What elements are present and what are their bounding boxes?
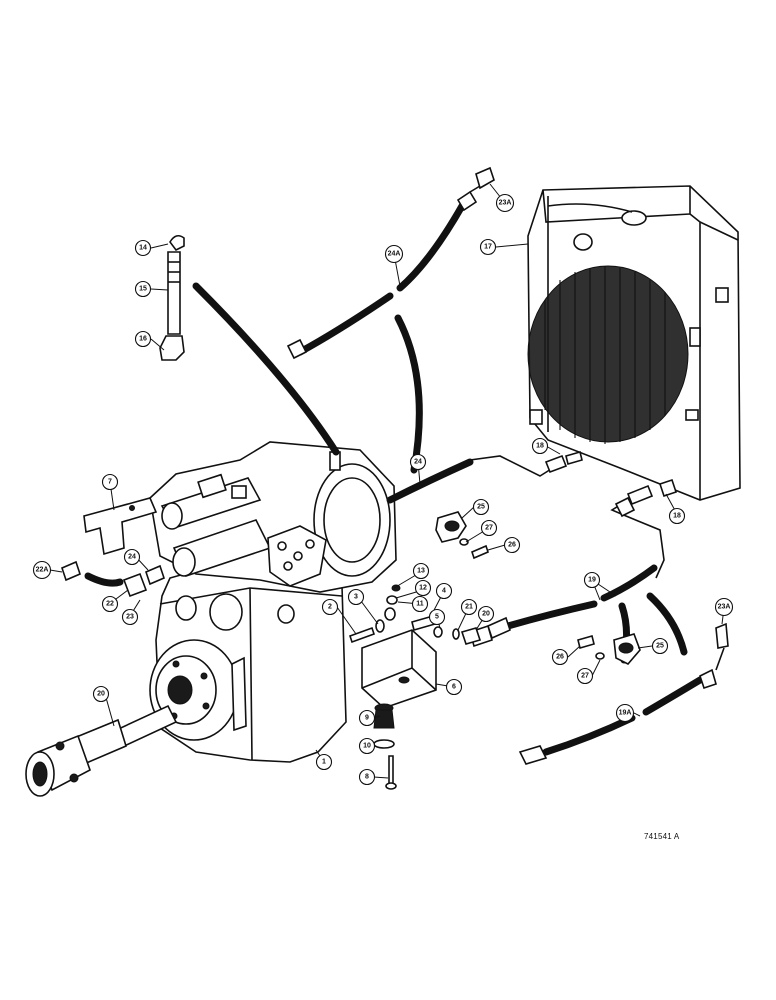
callout-24a: 24A bbox=[384, 244, 404, 264]
callout-1: 1 bbox=[315, 753, 333, 771]
callout-2: 2 bbox=[321, 598, 339, 616]
svg-text:20: 20 bbox=[97, 691, 105, 698]
svg-text:1: 1 bbox=[322, 759, 326, 766]
callout-20-driveshaft: 20 bbox=[92, 685, 110, 703]
svg-text:8: 8 bbox=[365, 774, 369, 781]
svg-text:23A: 23A bbox=[718, 604, 731, 611]
callout-26-upper: 26 bbox=[503, 536, 521, 554]
svg-text:18: 18 bbox=[536, 443, 544, 450]
svg-text:17: 17 bbox=[484, 244, 492, 251]
callout-14: 14 bbox=[134, 239, 152, 257]
callout-25-upper: 25 bbox=[472, 498, 490, 516]
callout-6: 6 bbox=[445, 678, 463, 696]
svg-text:22: 22 bbox=[106, 601, 114, 608]
svg-text:10: 10 bbox=[363, 743, 371, 750]
callout-22: 22 bbox=[101, 595, 119, 613]
svg-text:18: 18 bbox=[673, 513, 681, 520]
callout-19: 19 bbox=[583, 571, 601, 589]
callout-11: 11 bbox=[411, 595, 429, 613]
svg-text:27: 27 bbox=[581, 673, 589, 680]
svg-text:6: 6 bbox=[452, 684, 456, 691]
callout-19a: 19A bbox=[615, 703, 635, 723]
callout-8: 8 bbox=[358, 768, 376, 786]
clamps bbox=[435, 478, 678, 665]
callout-26-lower: 26 bbox=[551, 648, 569, 666]
callout-9: 9 bbox=[358, 709, 376, 727]
callout-17: 17 bbox=[479, 238, 497, 256]
svg-text:12: 12 bbox=[419, 585, 427, 592]
callout-13: 13 bbox=[412, 562, 430, 580]
callout-24-center: 24 bbox=[409, 453, 427, 471]
svg-text:11: 11 bbox=[416, 601, 424, 608]
svg-text:20: 20 bbox=[482, 611, 490, 618]
callout-23a-upper: 23A bbox=[495, 193, 515, 213]
callout-21: 21 bbox=[460, 598, 478, 616]
svg-text:14: 14 bbox=[139, 245, 147, 252]
svg-text:23: 23 bbox=[126, 614, 134, 621]
svg-text:25: 25 bbox=[656, 643, 664, 650]
svg-text:4: 4 bbox=[442, 588, 446, 595]
svg-text:15: 15 bbox=[139, 286, 147, 293]
svg-text:24A: 24A bbox=[388, 251, 401, 258]
callout-3: 3 bbox=[347, 588, 365, 606]
callout-7: 7 bbox=[101, 473, 119, 491]
svg-text:23A: 23A bbox=[499, 200, 512, 207]
svg-text:22A: 22A bbox=[36, 567, 49, 574]
callout-20-fitting: 20 bbox=[477, 605, 495, 623]
radiator bbox=[527, 185, 741, 501]
callout-25-lower: 25 bbox=[651, 637, 669, 655]
callout-23: 23 bbox=[121, 608, 139, 626]
callouts: 1 2 3 4 5 6 7 8 9 10 11 12 13 14 15 16 1… bbox=[32, 193, 734, 786]
bracket-7 bbox=[83, 497, 158, 556]
svg-text:5: 5 bbox=[435, 614, 439, 621]
svg-text:7: 7 bbox=[108, 479, 112, 486]
hoses bbox=[61, 166, 729, 765]
mount-hardware bbox=[348, 584, 443, 790]
radiator-core-fins bbox=[544, 266, 666, 444]
svg-text:26: 26 bbox=[508, 542, 516, 549]
svg-text:27: 27 bbox=[485, 525, 493, 532]
callout-12: 12 bbox=[414, 579, 432, 597]
transmission bbox=[149, 441, 397, 763]
callout-5: 5 bbox=[428, 608, 446, 626]
callout-27-lower: 27 bbox=[576, 667, 594, 685]
svg-text:3: 3 bbox=[354, 594, 358, 601]
mount-bracket bbox=[361, 629, 437, 709]
svg-text:19: 19 bbox=[588, 577, 596, 584]
callout-4: 4 bbox=[435, 582, 453, 600]
svg-text:24: 24 bbox=[414, 459, 422, 466]
svg-text:25: 25 bbox=[477, 504, 485, 511]
svg-text:26: 26 bbox=[556, 654, 564, 661]
svg-text:9: 9 bbox=[365, 715, 369, 722]
callout-18-lower: 18 bbox=[668, 507, 686, 525]
callout-24-left: 24 bbox=[123, 548, 141, 566]
callout-16: 16 bbox=[134, 330, 152, 348]
svg-text:21: 21 bbox=[465, 604, 473, 611]
tube-assembly bbox=[159, 234, 185, 361]
callout-10: 10 bbox=[358, 737, 376, 755]
svg-text:16: 16 bbox=[139, 336, 147, 343]
callout-15: 15 bbox=[134, 280, 152, 298]
svg-text:19A: 19A bbox=[619, 710, 632, 717]
callout-22a: 22A bbox=[32, 560, 52, 580]
svg-text:13: 13 bbox=[417, 568, 425, 575]
drawing-number: 741541 A bbox=[644, 832, 680, 841]
driveshaft bbox=[25, 704, 178, 797]
callout-18-upper: 18 bbox=[531, 437, 549, 455]
callout-23a-lower: 23A bbox=[714, 597, 734, 617]
callout-27-upper: 27 bbox=[480, 519, 498, 537]
svg-text:2: 2 bbox=[328, 604, 332, 611]
svg-text:24: 24 bbox=[128, 554, 136, 561]
